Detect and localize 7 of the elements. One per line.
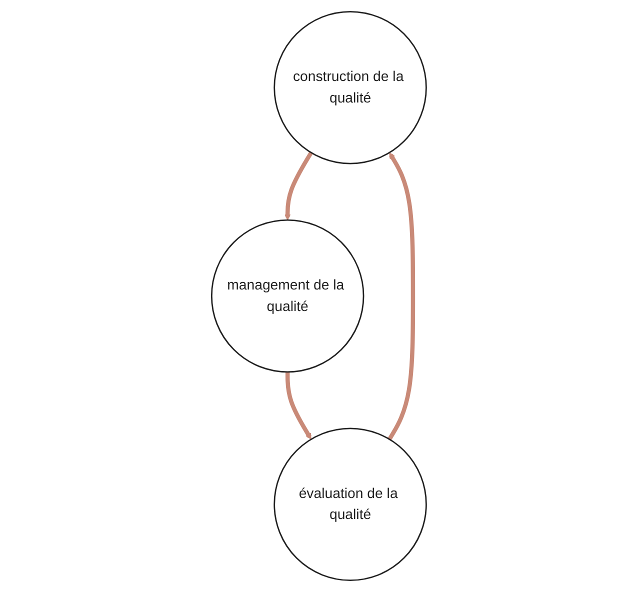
node-circle bbox=[211, 219, 364, 373]
node-circle bbox=[274, 428, 427, 582]
node-circle bbox=[274, 10, 427, 164]
arrow bbox=[286, 372, 312, 440]
arrow bbox=[284, 152, 314, 220]
arrow bbox=[388, 152, 416, 440]
cycle-diagram: construction de la qualité management de la qualité évaluation de la qualité bbox=[206, 6, 432, 586]
